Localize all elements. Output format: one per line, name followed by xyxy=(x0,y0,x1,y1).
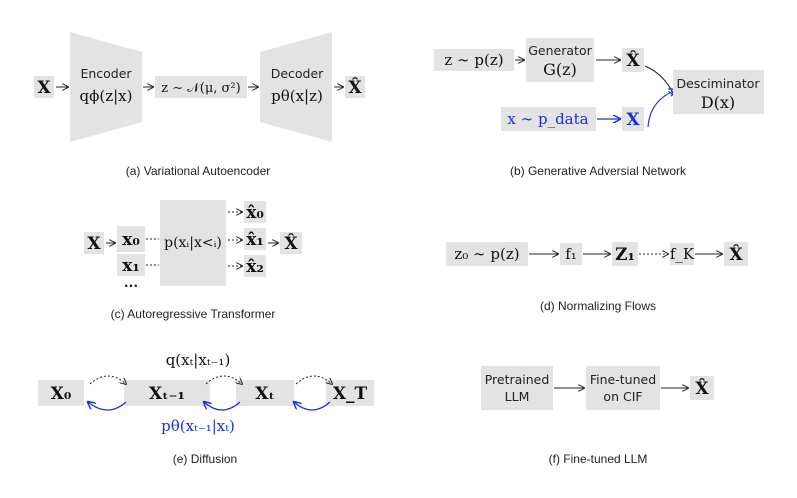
reverse-arc xyxy=(204,402,241,411)
llm-xhat-box xyxy=(690,376,714,400)
vae-x-box xyxy=(34,76,54,98)
diffusion-reverse-math: pθ(xₜ₋₁|xₜ) xyxy=(161,417,235,435)
latent-box xyxy=(155,76,247,98)
generator-label: Generator xyxy=(528,43,592,58)
gan-xhat-label: X̂ xyxy=(626,51,640,71)
discriminator-label: Desciminator xyxy=(676,76,760,91)
finetuned-box xyxy=(586,366,660,410)
flow-fk-box xyxy=(670,243,694,265)
flow-z1-box xyxy=(612,242,638,266)
diff-xt1-box xyxy=(124,380,210,406)
ar-x1-box xyxy=(117,254,145,276)
panel-normalizing-flows: z₀ ∼ p(z) f₁ Z₁ f_K X̂ (d) Normalizing F… xyxy=(446,242,748,313)
pretrained-label-2: LLM xyxy=(505,389,530,404)
gan-x-box xyxy=(622,107,644,131)
flow-z1-label: Z₁ xyxy=(615,245,635,265)
ar-xhat-box xyxy=(280,232,302,254)
finetuned-label-1: Fine-tuned xyxy=(590,372,656,387)
gan-xhat-box xyxy=(622,48,644,72)
caption-gan: (b) Generative Adversial Network xyxy=(510,164,687,178)
ar-xh1-label: x̂₁ xyxy=(246,230,264,250)
decoder-shape xyxy=(260,32,332,142)
panel-gan: z ∼ p(z) Generator G(z) X̂ x ∼ p_data X … xyxy=(434,38,764,178)
diffusion-forward-math: q(xₜ|xₜ₋₁) xyxy=(166,351,231,369)
arrow xyxy=(644,65,674,95)
pretrained-llm-box xyxy=(481,366,553,410)
panel-finetuned-llm: Pretrained LLM Fine-tuned on CIF X̂ (f) … xyxy=(481,366,714,466)
flow-xhat-label: X̂ xyxy=(729,245,743,265)
gan-x-label: X xyxy=(626,110,640,130)
caption-vae: (a) Variational Autoencoder xyxy=(126,164,271,178)
forward-arc xyxy=(89,375,126,384)
ar-x1-label: x₁ xyxy=(122,256,140,276)
vae-xhat-label: X̂ xyxy=(348,78,362,98)
decoder-label: Decoder xyxy=(271,66,324,81)
discriminator-math: D(x) xyxy=(701,93,735,112)
diff-xt1-label: Xₜ₋₁ xyxy=(149,384,185,404)
encoder-label: Encoder xyxy=(80,66,132,81)
ar-xh2-box xyxy=(244,255,266,277)
diff-xT-label: X_T xyxy=(333,384,368,404)
ar-xh0-box xyxy=(244,201,266,223)
pretrained-label-1: Pretrained xyxy=(485,372,550,387)
caption-autoregressive: (c) Autoregressive Transformer xyxy=(111,307,276,321)
panel-diffusion: q(xₜ|xₜ₋₁) X₀ Xₜ₋₁ Xₜ X_T pθ(xₜ₋₁|xₜ) (e… xyxy=(38,351,374,466)
flow-z0-label: z₀ ∼ p(z) xyxy=(454,245,519,263)
diff-xt-box xyxy=(236,380,294,406)
arrow xyxy=(647,90,676,128)
reverse-arc xyxy=(88,402,127,411)
ar-xhat-label: X̂ xyxy=(284,234,298,254)
flow-xhat-box xyxy=(724,242,748,266)
diff-xt-label: Xₜ xyxy=(255,384,275,404)
discriminator-box xyxy=(673,70,764,114)
caption-normalizing-flows: (d) Normalizing Flows xyxy=(540,299,656,313)
generator-box xyxy=(526,38,594,82)
panel-vae: X Encoder qϕ(z|x) z ∼ 𝒩(μ, σ²) Decoder p… xyxy=(34,32,365,178)
ar-x-label: X xyxy=(87,234,101,254)
ar-model-box xyxy=(160,200,226,286)
finetuned-label-2: on CIF xyxy=(603,389,642,404)
ar-xh2-label: x̂₂ xyxy=(246,257,264,277)
reverse-arc xyxy=(294,402,331,411)
ar-xh0-label: x̂₀ xyxy=(246,203,264,223)
diff-xT-box xyxy=(326,380,374,406)
vae-x-label: X xyxy=(37,78,51,98)
forward-arc xyxy=(295,375,332,384)
generator-math: G(z) xyxy=(543,60,577,79)
flow-f1-box xyxy=(560,243,582,265)
diff-x0-label: X₀ xyxy=(51,384,72,404)
panel-autoregressive: X x₀ x₁ ... p(xᵢ|x<ᵢ) x̂₀ x̂₁ x̂₂ X̂ (c)… xyxy=(84,200,302,321)
llm-xhat-label: X̂ xyxy=(695,379,709,399)
ar-x0-label: x₀ xyxy=(122,230,140,250)
encoder-shape xyxy=(70,32,142,142)
encoder-math: qϕ(z|x) xyxy=(80,87,133,105)
gan-xdata-label: x ∼ p_data xyxy=(507,110,588,128)
diff-x0-box xyxy=(38,380,84,406)
gan-z-label: z ∼ p(z) xyxy=(444,51,503,69)
gan-z-box xyxy=(434,49,514,71)
gan-xdata-box xyxy=(501,107,596,131)
forward-arc xyxy=(205,375,242,384)
ar-model-math: p(xᵢ|x<ᵢ) xyxy=(164,235,222,251)
flow-fk-label: f_K xyxy=(670,245,695,263)
decoder-math: pθ(x|z) xyxy=(271,87,323,105)
ar-xh1-box xyxy=(244,228,266,250)
caption-finetuned-llm: (f) Fine-tuned LLM xyxy=(549,452,648,466)
flow-z0-box xyxy=(446,242,528,266)
vae-xhat-box xyxy=(345,76,365,98)
flow-f1-label: f₁ xyxy=(565,245,577,263)
ar-ellipsis: ... xyxy=(124,275,138,290)
latent-label: z ∼ 𝒩(μ, σ²) xyxy=(161,81,240,96)
ar-x-box xyxy=(84,232,104,254)
ar-x0-box xyxy=(117,226,145,252)
caption-diffusion: (e) Diffusion xyxy=(173,452,237,466)
